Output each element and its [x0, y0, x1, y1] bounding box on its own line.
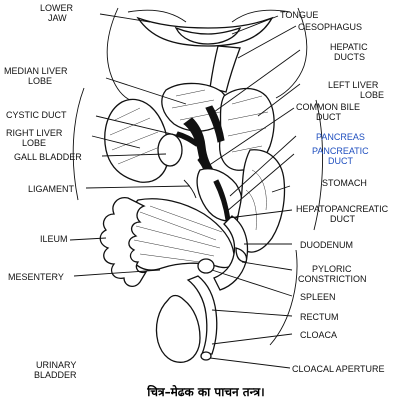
label-lower-jaw-1: LOWER — [40, 3, 74, 13]
label-urinary-bladder-1: URINARY — [36, 360, 76, 370]
body-outline — [72, 7, 323, 346]
label-common-bile-duct-2: DUCT — [316, 112, 341, 122]
label-left-liver-lobe-1: LEFT LIVER — [328, 80, 379, 90]
label-median-liver-lobe-1: MEDIAN LIVER — [4, 66, 68, 76]
pancreas — [196, 168, 243, 222]
label-pyloric-constriction-2: CONSTRICTION — [298, 274, 367, 284]
label-hepatopancreatic-duct-1: HEPATOPANCREATIC — [296, 204, 389, 214]
label-hepatic-ducts-2: DUCTS — [334, 52, 365, 62]
label-right-liver-lobe-1: RIGHT LIVER — [6, 128, 63, 138]
pyloric-constriction — [235, 247, 248, 263]
label-hepatopancreatic-duct-2: DUCT — [330, 214, 355, 224]
label-rectum: RECTUM — [300, 312, 339, 322]
ligament — [183, 179, 197, 199]
gall-bladder — [157, 133, 183, 167]
leader-lines — [69, 13, 301, 369]
label-ileum: ILEUM — [40, 234, 68, 244]
label-left-liver-lobe-2: LOBE — [360, 90, 384, 100]
spleen — [197, 258, 215, 274]
label-right-liver-lobe-2: LOBE — [22, 138, 46, 148]
label-cystic-duct: CYSTIC DUCT — [6, 110, 67, 120]
urinary-bladder — [155, 294, 201, 363]
label-tongue: TONGUE — [280, 10, 318, 20]
label-stomach: STOMACH — [322, 178, 367, 188]
label-gall-bladder: GALL BLADDER — [14, 152, 82, 162]
right-liver-lobe — [104, 98, 170, 183]
label-ligament: LIGAMENT — [28, 184, 75, 194]
label-oesophagus: OESOPHAGUS — [298, 22, 362, 32]
label-pancreatic-duct-1: PANCREATIC — [312, 146, 369, 156]
oesophagus — [209, 45, 241, 93]
label-hepatic-ducts-1: HEPATIC — [330, 42, 368, 52]
label-pancreatic-duct-2: DUCT — [328, 156, 353, 166]
duodenum — [213, 215, 249, 291]
ileum — [99, 197, 148, 288]
label-cloaca: CLOACA — [300, 330, 337, 340]
rectum — [186, 275, 218, 355]
labels: LOWER JAW TONGUE OESOPHAGUS HEPATIC DUCT… — [4, 3, 389, 399]
tongue — [174, 26, 242, 45]
label-cloacal-aperture: CLOACAL APERTURE — [292, 364, 385, 374]
label-pancreas: PANCREAS — [316, 132, 365, 142]
label-lower-jaw-2: JAW — [48, 13, 67, 23]
label-mesentery: MESENTERY — [8, 272, 64, 282]
label-common-bile-duct-1: COMMON BILE — [296, 102, 360, 112]
liver — [104, 82, 275, 183]
label-median-liver-lobe-2: LOBE — [28, 76, 52, 86]
label-spleen: SPLEEN — [300, 292, 336, 302]
figure-caption: चित्र–मेढक का पाचन तन्त्र। — [146, 385, 264, 399]
label-urinary-bladder-2: BLADDER — [34, 370, 77, 380]
cloaca — [200, 351, 212, 361]
label-duodenum: DUODENUM — [300, 240, 353, 250]
label-pyloric-constriction-1: PYLORIC — [312, 264, 352, 274]
stomach — [235, 149, 286, 253]
